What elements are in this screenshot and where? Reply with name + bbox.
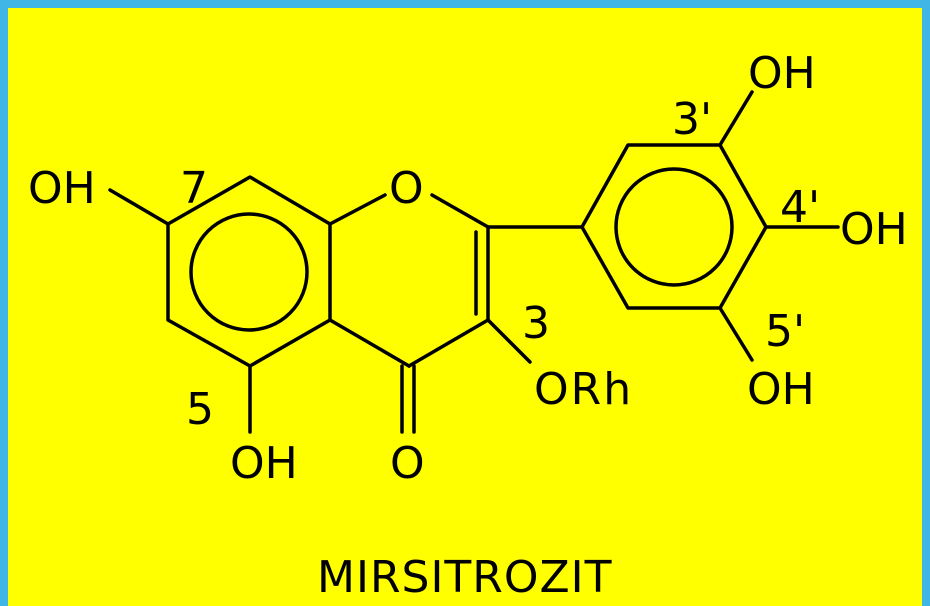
atom-ring-o: O (389, 163, 424, 214)
atom-oh-4prime: OH (840, 204, 908, 255)
position-4prime: 4' (780, 182, 820, 233)
bond-c5prime-oh (718, 306, 754, 362)
compound-name: MIRSITROZIT (317, 552, 613, 603)
carbonyl-bond (400, 364, 416, 434)
position-3prime: 3' (672, 94, 712, 145)
atom-oh-7: OH (28, 163, 96, 214)
ring-c (328, 193, 490, 368)
position-5prime: 5' (765, 306, 805, 357)
atom-oh-5prime: OH (747, 364, 815, 415)
atom-o-rh: ORh (534, 364, 633, 415)
atom-oh-3prime: OH (748, 48, 816, 99)
bond-c7-oh (108, 188, 170, 226)
atom-carbonyl-o: O (390, 438, 425, 489)
position-7: 7 (180, 163, 208, 214)
position-5: 5 (186, 384, 214, 435)
bond-c3-orh (486, 318, 532, 364)
atom-oh-5: OH (230, 438, 298, 489)
panel-background (8, 8, 922, 606)
position-3: 3 (522, 298, 550, 349)
bond-c3prime-oh (718, 90, 754, 147)
